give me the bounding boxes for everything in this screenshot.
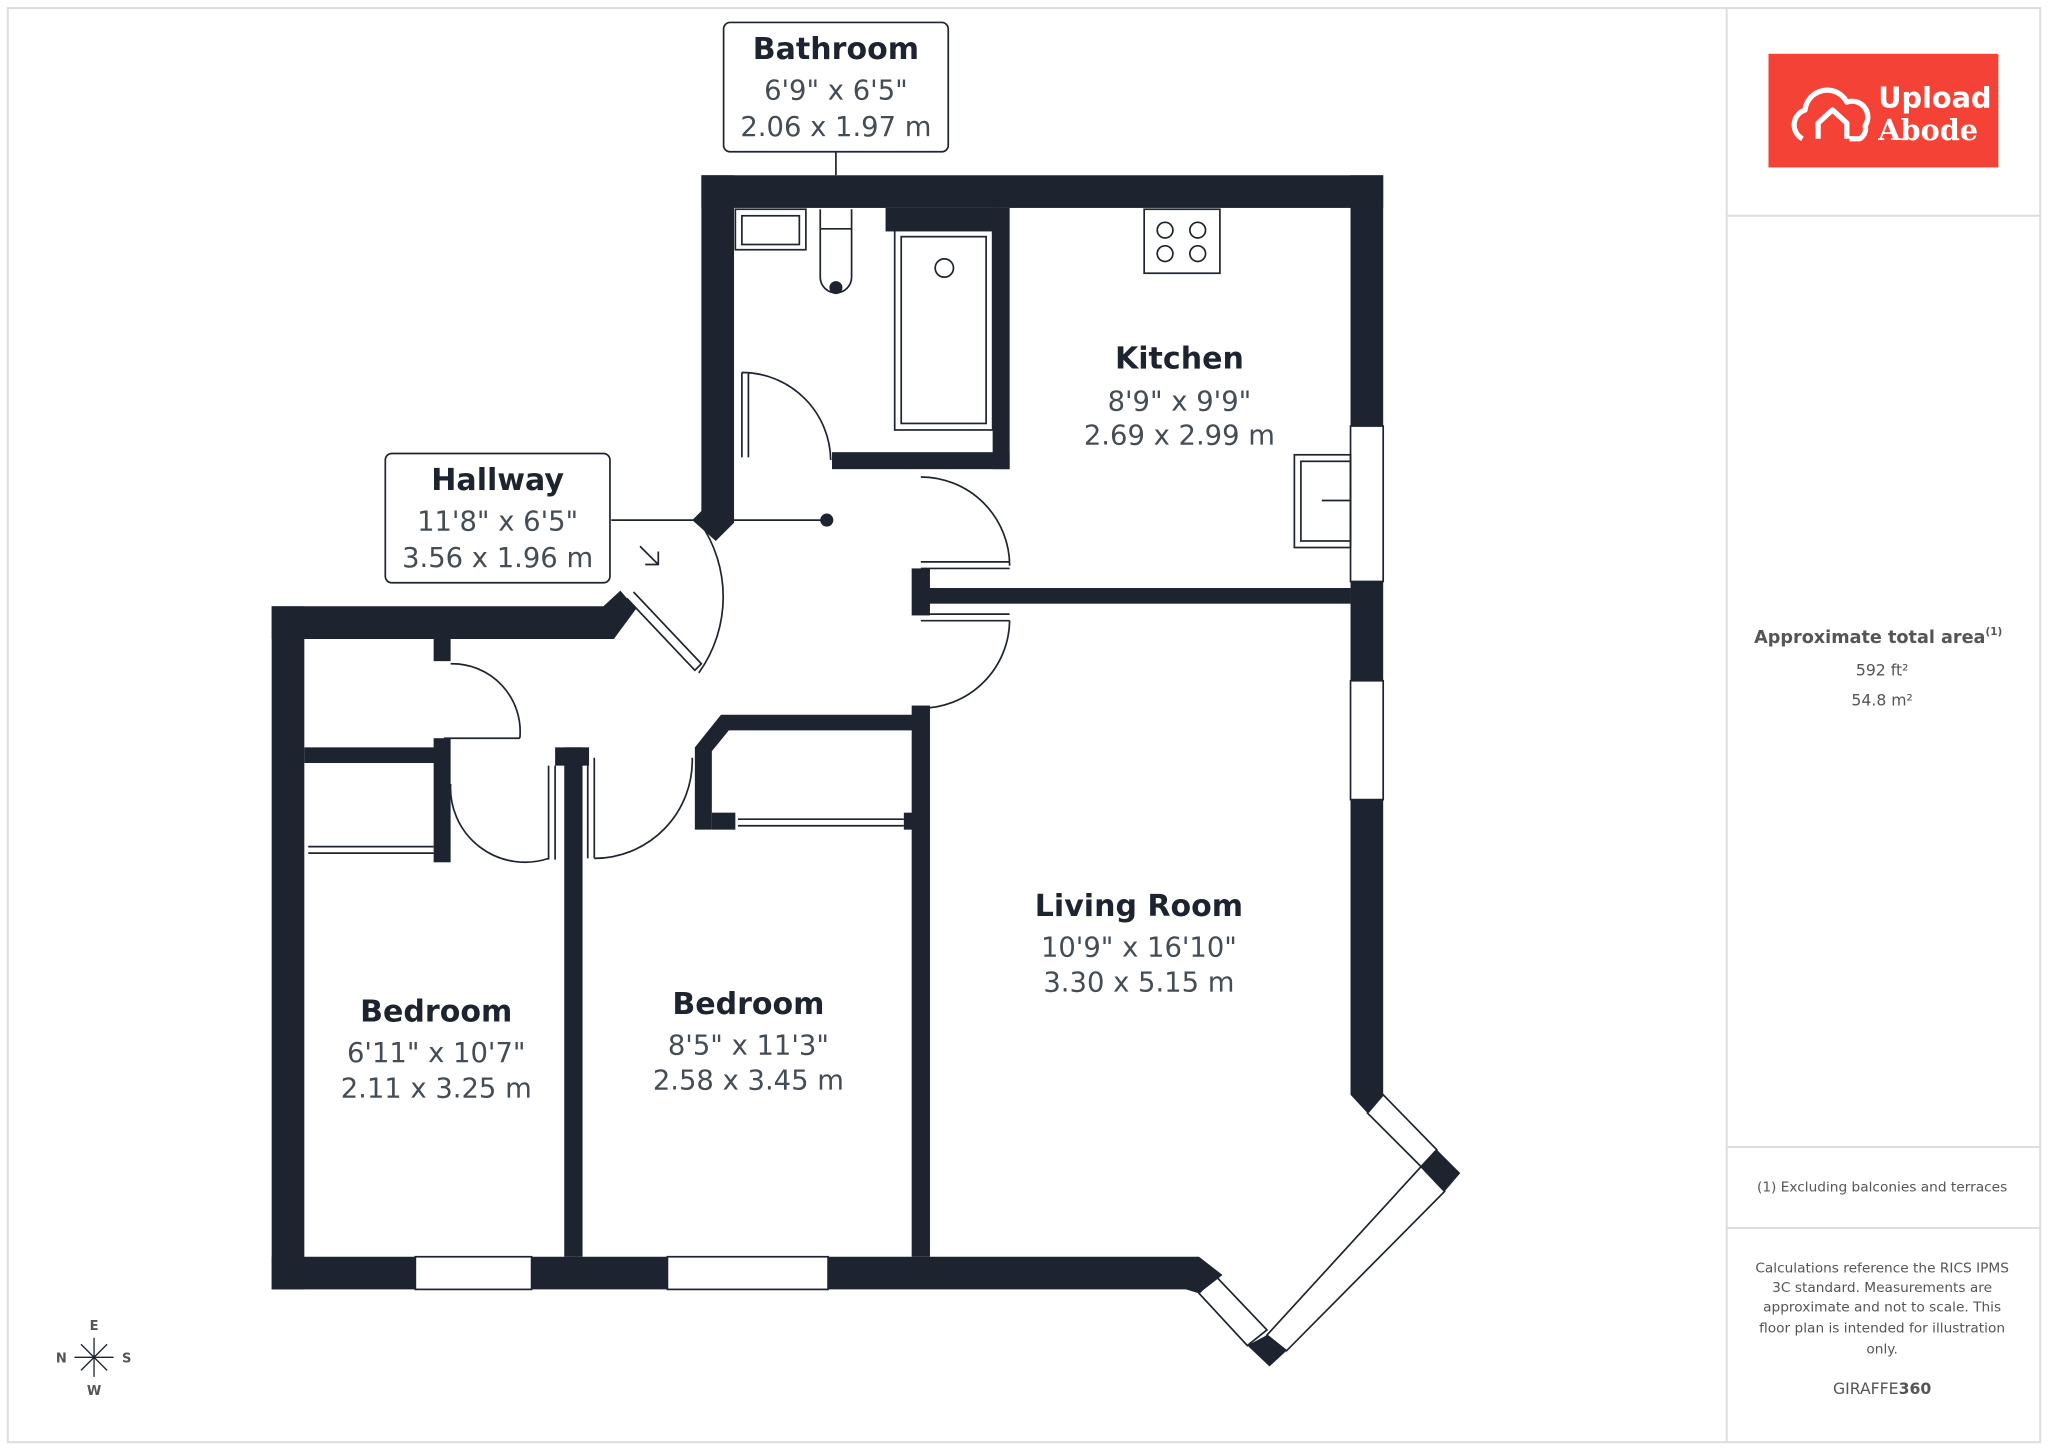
room-dimensions-metric: 3.56 x 1.96 m <box>402 543 593 574</box>
room-dimensions-imperial: 8'9" x 9'9" <box>1108 386 1252 417</box>
room-name: Kitchen <box>1115 342 1244 377</box>
logo-text: Abode <box>1877 113 1978 147</box>
room-label-bedroom-2: Bedroom 8'5" x 11'3" 2.58 x 3.45 m <box>653 987 844 1097</box>
cloud-house-icon <box>1791 87 1871 142</box>
upload-abode-logo: Upload Abode <box>1768 53 1999 168</box>
room-label-kitchen: Kitchen 8'9" x 9'9" 2.69 x 2.99 m <box>1084 342 1275 452</box>
room-name: Bedroom <box>360 995 512 1030</box>
disclaimer-line: approximate and not to scale. This <box>1763 1300 2001 1316</box>
giraffe360-credit: GIRAFFE360 <box>1833 1379 1931 1398</box>
room-dimensions-imperial: 8'5" x 11'3" <box>668 1030 829 1061</box>
room-label-living-room: Living Room 10'9" x 16'10" 3.30 x 5.15 m <box>1035 889 1243 999</box>
room-dimensions-metric: 3.30 x 5.15 m <box>1043 968 1234 999</box>
disclaimer-line: 3C standard. Measurements are <box>1772 1280 1992 1296</box>
compass-south: S <box>122 1352 131 1367</box>
page-border <box>6 7 2042 1444</box>
room-dimensions-imperial: 10'9" x 16'10" <box>1041 932 1237 963</box>
room-dimensions-metric: 2.11 x 3.25 m <box>341 1073 532 1104</box>
room-dimensions-metric: 2.58 x 3.45 m <box>653 1066 844 1097</box>
disclaimer-line: Calculations reference the RICS IPMS <box>1755 1260 2009 1276</box>
disclaimer: Calculations reference the RICS IPMS 3C … <box>1755 1260 2009 1357</box>
room-name: Bedroom <box>672 987 824 1022</box>
disclaimer-line: floor plan is intended for illustration <box>1759 1321 2005 1337</box>
walls <box>271 175 1461 1367</box>
area-sqft: 592 ft² <box>1856 661 1909 680</box>
area-title: Approximate total area(1) <box>1754 626 2002 648</box>
compass-north: N <box>56 1352 67 1367</box>
room-dimensions-metric: 2.69 x 2.99 m <box>1084 420 1275 451</box>
room-label-hallway: Hallway 11'8" x 6'5" 3.56 x 1.96 m <box>384 452 611 584</box>
room-dimensions-metric: 2.06 x 1.97 m <box>740 112 931 143</box>
doors-fixtures <box>308 151 1352 863</box>
room-dimensions-imperial: 11'8" x 6'5" <box>417 507 578 538</box>
compass-east: E <box>90 1319 99 1334</box>
footnote: (1) Excluding balconies and terraces <box>1757 1179 2007 1195</box>
room-label-bedroom-1: Bedroom 6'11" x 10'7" 2.11 x 3.25 m <box>341 995 532 1105</box>
room-label-bathroom: Bathroom 6'9" x 6'5" 2.06 x 1.97 m <box>722 21 950 153</box>
room-dimensions-imperial: 6'9" x 6'5" <box>764 76 908 107</box>
disclaimer-line: only. <box>1866 1341 1897 1357</box>
room-dimensions-imperial: 6'11" x 10'7" <box>347 1038 526 1069</box>
room-name: Hallway <box>431 463 564 498</box>
logo-text: Upload <box>1878 80 1991 114</box>
compass-west: W <box>87 1384 101 1399</box>
room-name: Living Room <box>1035 889 1243 924</box>
area-sqm: 54.8 m² <box>1851 691 1912 710</box>
room-name: Bathroom <box>753 32 919 67</box>
compass-icon: E N S W <box>56 1319 131 1399</box>
